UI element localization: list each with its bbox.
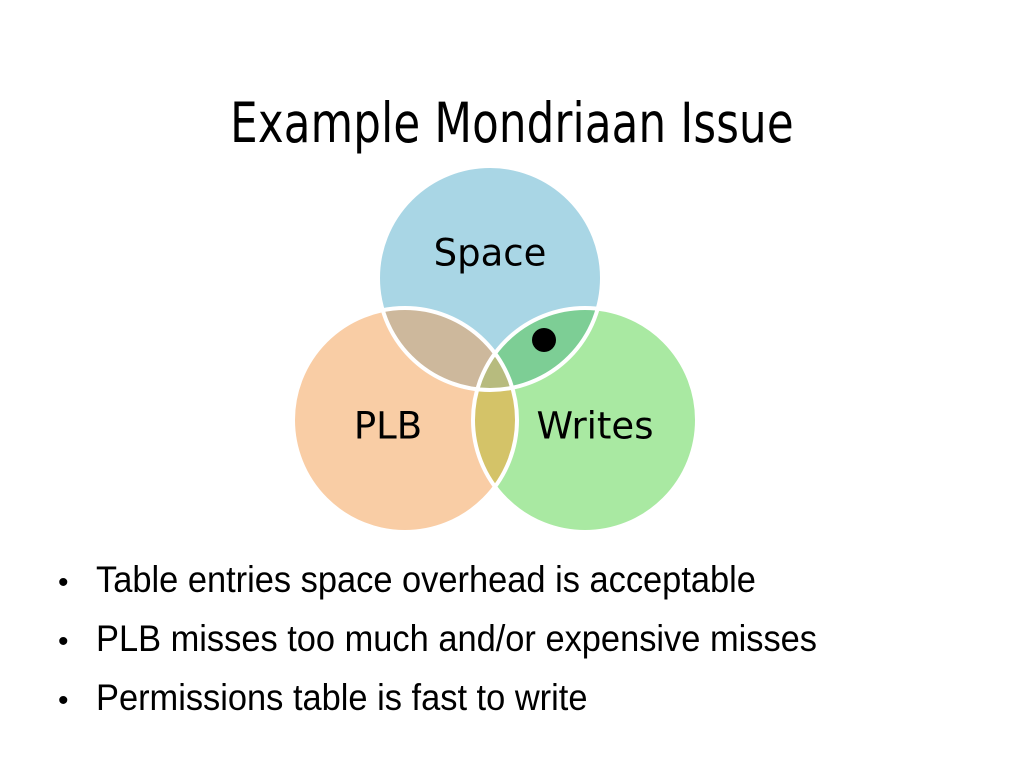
bullet-marker-icon: • [58,625,69,658]
list-item: • Permissions table is fast to write [58,670,1008,729]
venn-outline-plb [291,306,519,534]
venn-label-plb: PLB [354,405,422,448]
bullet-marker-icon: • [58,566,69,599]
venn-overlap-space-writes [473,308,602,390]
list-item: • PLB misses too much and/or expensive mi… [58,611,1008,670]
venn-label-writes: Writes [537,405,654,448]
venn-outline-writes [471,306,699,534]
list-item-label: Permissions table is fast to write [96,677,588,718]
venn-diagram: Space PLB Writes [270,155,710,535]
selected-point-marker[interactable] [532,328,556,352]
bullet-marker-icon: • [58,684,69,717]
page-title: Example Mondriaan Issue [230,90,794,155]
venn-label-space: Space [434,232,547,275]
list-item-label: Table entries space overhead is acceptab… [96,559,756,600]
bullet-list: • Table entries space overhead is accepta… [58,552,1008,729]
list-item: • Table entries space overhead is accepta… [58,552,1008,611]
venn-overlap-space-writes-group [473,308,602,390]
venn-overlap-space-plb [378,308,517,390]
venn-overlap-space-plb-group [378,308,517,390]
venn-diagram-svg: Space PLB Writes [291,164,699,534]
list-item-label: PLB misses too much and/or expensive mis… [96,618,818,659]
venn-outline-space [376,164,604,392]
